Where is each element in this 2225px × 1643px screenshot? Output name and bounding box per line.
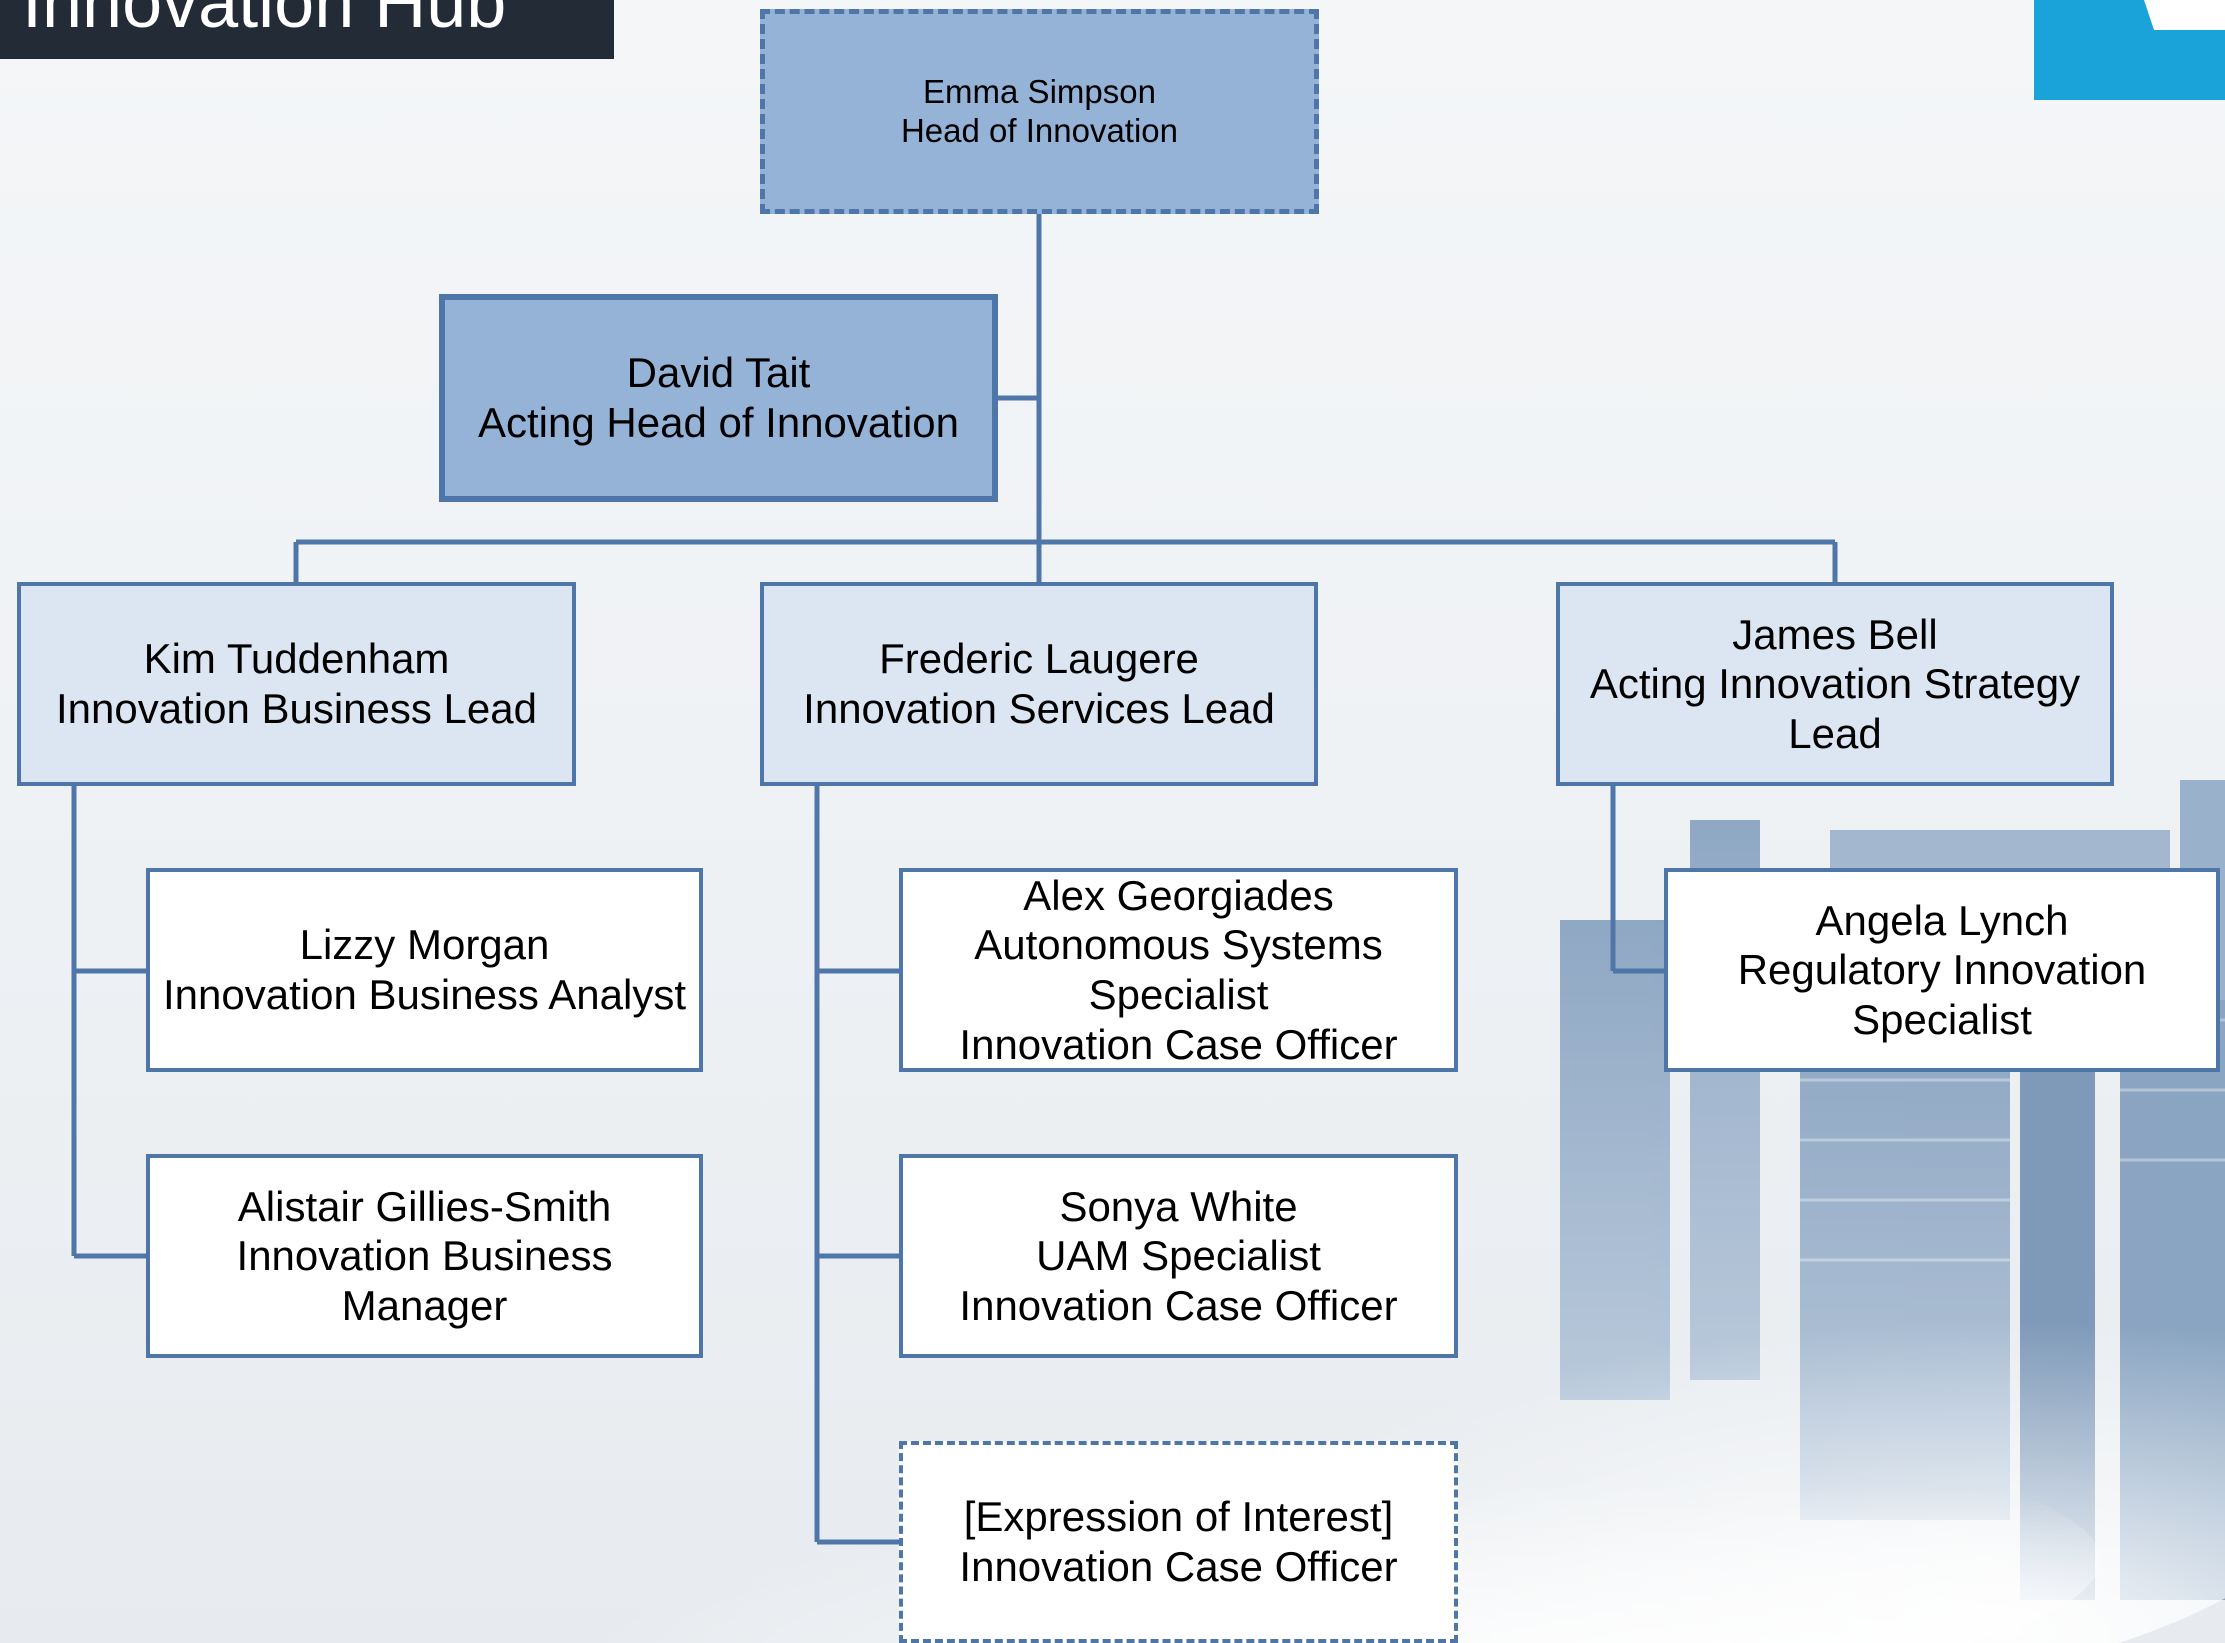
- node-name: David Tait: [626, 349, 811, 397]
- node-name: Alistair Gillies-Smith: [237, 1182, 612, 1230]
- node-role: Innovation Business Analyst: [163, 971, 686, 1018]
- org-node-staff: Angela Lynch Regulatory Innovation Speci…: [1664, 868, 2220, 1072]
- node-name: James Bell: [1732, 610, 1938, 658]
- node-name: Lizzy Morgan: [299, 921, 550, 969]
- node-role: Innovation Business Manager: [236, 1232, 613, 1329]
- org-node-acting-head: David Tait Acting Head of Innovation: [439, 294, 998, 502]
- node-role: UAM Specialist Innovation Case Officer: [959, 1232, 1398, 1329]
- org-node-lead: Frederic Laugere Innovation Services Lea…: [760, 582, 1318, 786]
- node-role: Innovation Business Lead: [55, 685, 537, 732]
- node-name: Sonya White: [1059, 1182, 1298, 1230]
- org-node-staff: Lizzy Morgan Innovation Business Analyst: [146, 868, 703, 1072]
- brand-logo-icon: [2034, 0, 2225, 100]
- org-node-lead: Kim Tuddenham Innovation Business Lead: [17, 582, 576, 786]
- org-node-staff: Sonya White UAM Specialist Innovation Ca…: [899, 1154, 1458, 1358]
- node-role: Acting Head of Innovation: [478, 399, 959, 446]
- node-role: Head of Innovation: [900, 111, 1179, 149]
- node-role: Autonomous Systems Specialist Innovation…: [959, 921, 1398, 1068]
- node-name: Alex Georgiades: [1023, 871, 1334, 919]
- node-role: Regulatory Innovation Specialist: [1737, 946, 2147, 1043]
- node-name: Emma Simpson: [923, 72, 1156, 110]
- node-name: Angela Lynch: [1815, 896, 2069, 944]
- page-title-bar: Innovation Hub: [0, 0, 614, 59]
- org-node-head: Emma Simpson Head of Innovation: [760, 9, 1319, 214]
- node-name: [Expression of Interest]: [963, 1493, 1394, 1541]
- node-role: Innovation Services Lead: [803, 685, 1275, 732]
- org-node-vacancy: [Expression of Interest] Innovation Case…: [899, 1441, 1458, 1643]
- org-node-staff: Alex Georgiades Autonomous Systems Speci…: [899, 868, 1458, 1072]
- node-role: Innovation Case Officer: [959, 1543, 1398, 1590]
- org-node-lead: James Bell Acting Innovation Strategy Le…: [1556, 582, 2114, 786]
- node-name: Frederic Laugere: [879, 635, 1199, 683]
- org-node-staff: Alistair Gillies-Smith Innovation Busine…: [146, 1154, 703, 1358]
- node-name: Kim Tuddenham: [143, 635, 450, 683]
- node-role: Acting Innovation Strategy Lead: [1589, 660, 2081, 757]
- page-title: Innovation Hub: [22, 0, 507, 43]
